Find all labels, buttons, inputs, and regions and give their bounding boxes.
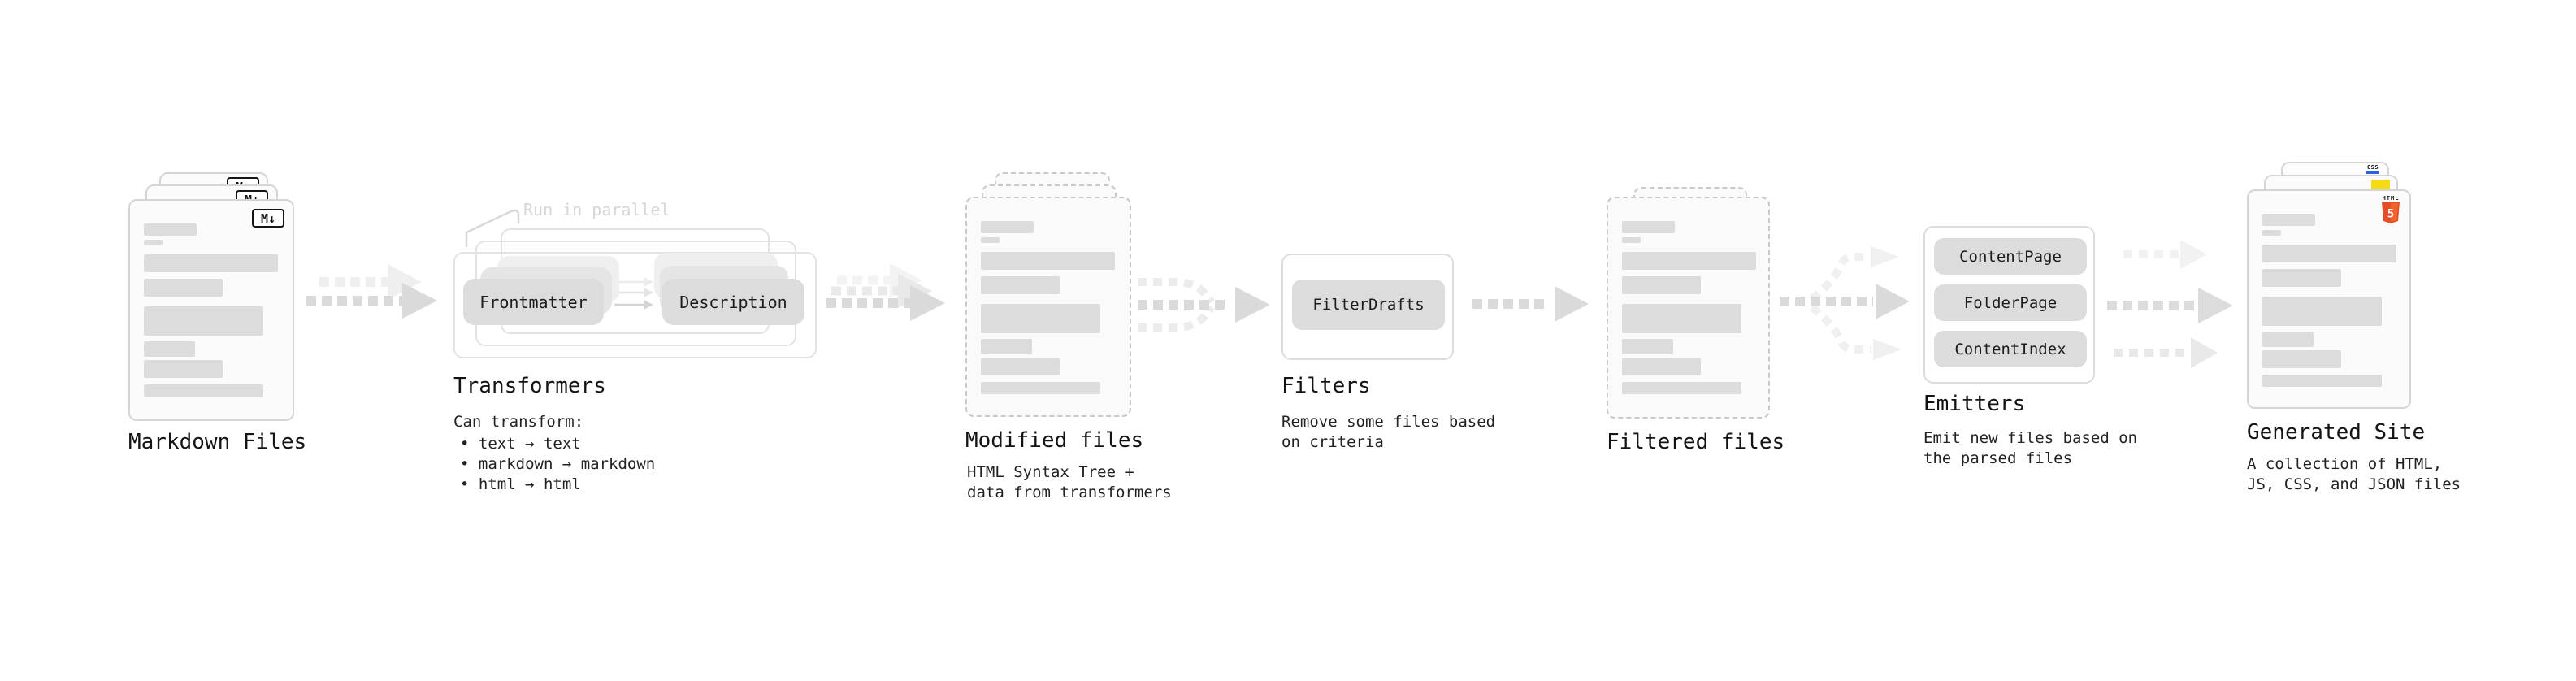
modified-file-card-front: [965, 197, 1131, 417]
placeholder-text-bar: [144, 223, 197, 236]
stage-title-generated-site: Generated Site: [2247, 420, 2426, 445]
placeholder-text-bar: [1622, 237, 1641, 243]
emitters-description-line2: the parsed files: [1923, 449, 2073, 467]
filters-description-line2: on criteria: [1281, 433, 1384, 451]
file-content-bars: [1622, 221, 1756, 394]
placeholder-text-bar: [1622, 221, 1675, 233]
stage-title-filtered-files: Filtered files: [1607, 430, 1785, 454]
contentindex-pill: ContentIndex: [1934, 331, 2087, 367]
placeholder-text-bar: [2262, 332, 2314, 347]
modified-description-line1: HTML Syntax Tree +: [967, 463, 1134, 481]
generated-description-line2: JS, CSS, and JSON files: [2247, 475, 2461, 493]
run-in-parallel-label: Run in parallel: [523, 200, 670, 219]
stage-title-markdown-files: Markdown Files: [128, 430, 307, 454]
placeholder-text-bar: [144, 254, 278, 272]
placeholder-text-bar: [144, 306, 263, 336]
placeholder-text-bar: [2262, 214, 2315, 226]
markdown-icon: M↓: [252, 209, 284, 228]
css-icon-text: CSS: [2366, 164, 2379, 171]
placeholder-text-bar: [981, 252, 1115, 270]
placeholder-text-bar: [1622, 304, 1741, 333]
transformers-bullet: • markdown → markdown: [460, 455, 656, 473]
arrow-transformers-to-modified: [826, 263, 945, 321]
transformers-bullet: • text → text: [460, 435, 581, 453]
file-content-bars: [2262, 214, 2396, 387]
placeholder-text-bar: [981, 221, 1034, 233]
transformers-description: Can transform:: [453, 413, 584, 431]
html5-icon-shield: 5: [2382, 202, 2400, 223]
filters-description-line1: Remove some files based: [1281, 413, 1496, 431]
arrow-frontmatter-to-description: [614, 277, 653, 310]
filterdrafts-pill: FilterDrafts: [1292, 280, 1445, 330]
stage-title-modified-files: Modified files: [965, 428, 1144, 453]
stage-title-transformers: Transformers: [453, 374, 606, 398]
placeholder-text-bar: [2262, 230, 2281, 236]
transformer-box-front: [453, 252, 817, 358]
html5-icon: HTML 5: [2382, 195, 2400, 223]
placeholder-text-bar: [981, 382, 1100, 394]
emitters-description-line1: Emit new files based on: [1923, 429, 2138, 447]
placeholder-text-bar: [981, 339, 1032, 354]
placeholder-text-bar: [981, 358, 1060, 375]
filtered-file-card-front: [1607, 197, 1770, 419]
transformers-bullet: • html → html: [460, 475, 581, 493]
frontmatter-pill: Frontmatter: [463, 279, 604, 325]
arrow-filters-to-filtered: [1472, 286, 1589, 322]
placeholder-text-bar: [144, 384, 263, 397]
stage-title-emitters: Emitters: [1923, 392, 2026, 416]
css-icon-underline: [2366, 171, 2379, 174]
contentpage-pill: ContentPage: [1934, 238, 2087, 275]
arrow-filtered-to-emitters: [1780, 246, 1910, 360]
run-in-parallel-leader-line: [465, 209, 520, 248]
markdown-file-card-front: M↓: [128, 199, 294, 421]
placeholder-text-bar: [1622, 252, 1756, 270]
placeholder-text-bar: [144, 240, 163, 245]
javascript-icon: [2371, 180, 2390, 189]
placeholder-text-bar: [981, 304, 1100, 333]
svg-text:5: 5: [2387, 208, 2394, 221]
generated-description-line1: A collection of HTML,: [2247, 455, 2443, 473]
placeholder-text-bar: [144, 341, 195, 357]
file-content-bars: [144, 223, 278, 397]
placeholder-text-bar: [144, 360, 223, 378]
placeholder-text-bar: [1622, 276, 1701, 294]
generated-file-card-front: HTML 5: [2247, 189, 2411, 409]
placeholder-text-bar: [981, 237, 1000, 243]
arrow-modified-to-filters: [1138, 278, 1270, 332]
html5-icon-text: HTML: [2382, 195, 2400, 202]
placeholder-text-bar: [2262, 297, 2382, 326]
file-content-bars: [981, 221, 1115, 394]
modified-description-line2: data from transformers: [967, 484, 1172, 501]
placeholder-text-bar: [2262, 245, 2396, 262]
placeholder-text-bar: [144, 279, 223, 297]
arrow-emitters-to-generated: [2107, 240, 2233, 368]
placeholder-text-bar: [2262, 375, 2382, 387]
placeholder-text-bar: [981, 276, 1060, 294]
css-icon: CSS: [2366, 165, 2379, 174]
description-pill: Description: [662, 279, 804, 325]
arrow-markdown-to-transformers: [306, 264, 437, 319]
placeholder-text-bar: [2262, 350, 2341, 368]
placeholder-text-bar: [1622, 382, 1741, 394]
placeholder-text-bar: [1622, 358, 1701, 375]
folderpage-pill: FolderPage: [1934, 284, 2087, 321]
placeholder-text-bar: [1622, 339, 1673, 354]
placeholder-text-bar: [2262, 269, 2341, 287]
stage-title-filters: Filters: [1281, 374, 1371, 398]
